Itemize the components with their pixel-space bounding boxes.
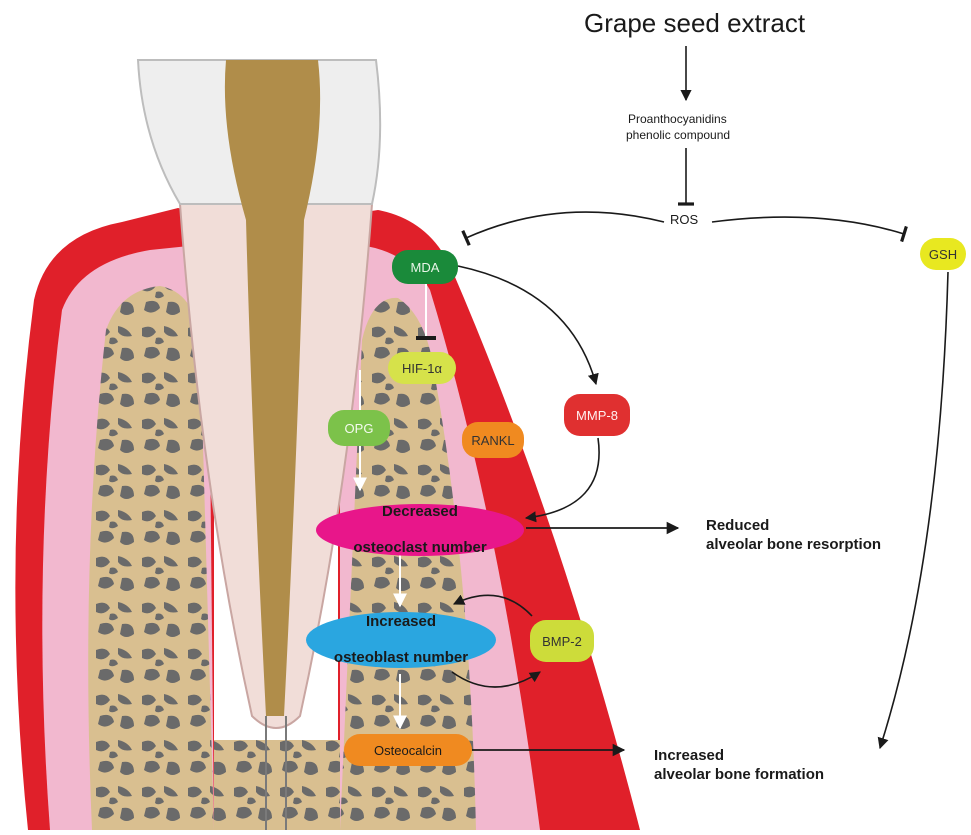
outcome-formation: Increased alveolar bone formation [654,746,824,784]
osteocalcin-node: Osteocalcin [344,734,472,766]
outcome-resorption-line-1: Reduced [706,516,881,535]
outcome-resorption-line-2: alveolar bone resorption [706,535,881,554]
arrow-gsh-to-formation [880,272,948,748]
compound-label-2: phenolic compound [626,128,730,142]
osteoblast-line-1: Increased [334,613,468,631]
title-grape-seed-extract: Grape seed extract [584,8,805,39]
osteoblast-line-2: osteoblast number [334,649,468,667]
ros-label: ROS [670,212,698,227]
osteoclast-line-2: osteoclast number [353,539,486,557]
osteoclast-oval: Decreased osteoclast number [316,504,524,556]
outcome-formation-line-2: alveolar bone formation [654,765,824,784]
mmp8-node: MMP-8 [564,394,630,436]
outcome-formation-line-1: Increased [654,746,824,765]
opg-node: OPG [328,410,390,446]
gsh-node: GSH [920,238,966,270]
rankl-node: RANKL [462,422,524,458]
compound-label-1: Proanthocyanidins [628,112,727,126]
outcome-resorption: Reduced alveolar bone resorption [706,516,881,554]
bone-lower [214,740,340,830]
inhibit-ros-to-gsh [712,217,904,234]
mda-node: MDA [392,250,458,284]
osteoclast-line-1: Decreased [353,503,486,521]
hif-node: HIF-1α [388,352,456,384]
bmp2-node: BMP-2 [530,620,594,662]
inhibit-ros-to-mda [466,212,664,238]
osteoblast-oval: Increased osteoblast number [306,612,496,668]
